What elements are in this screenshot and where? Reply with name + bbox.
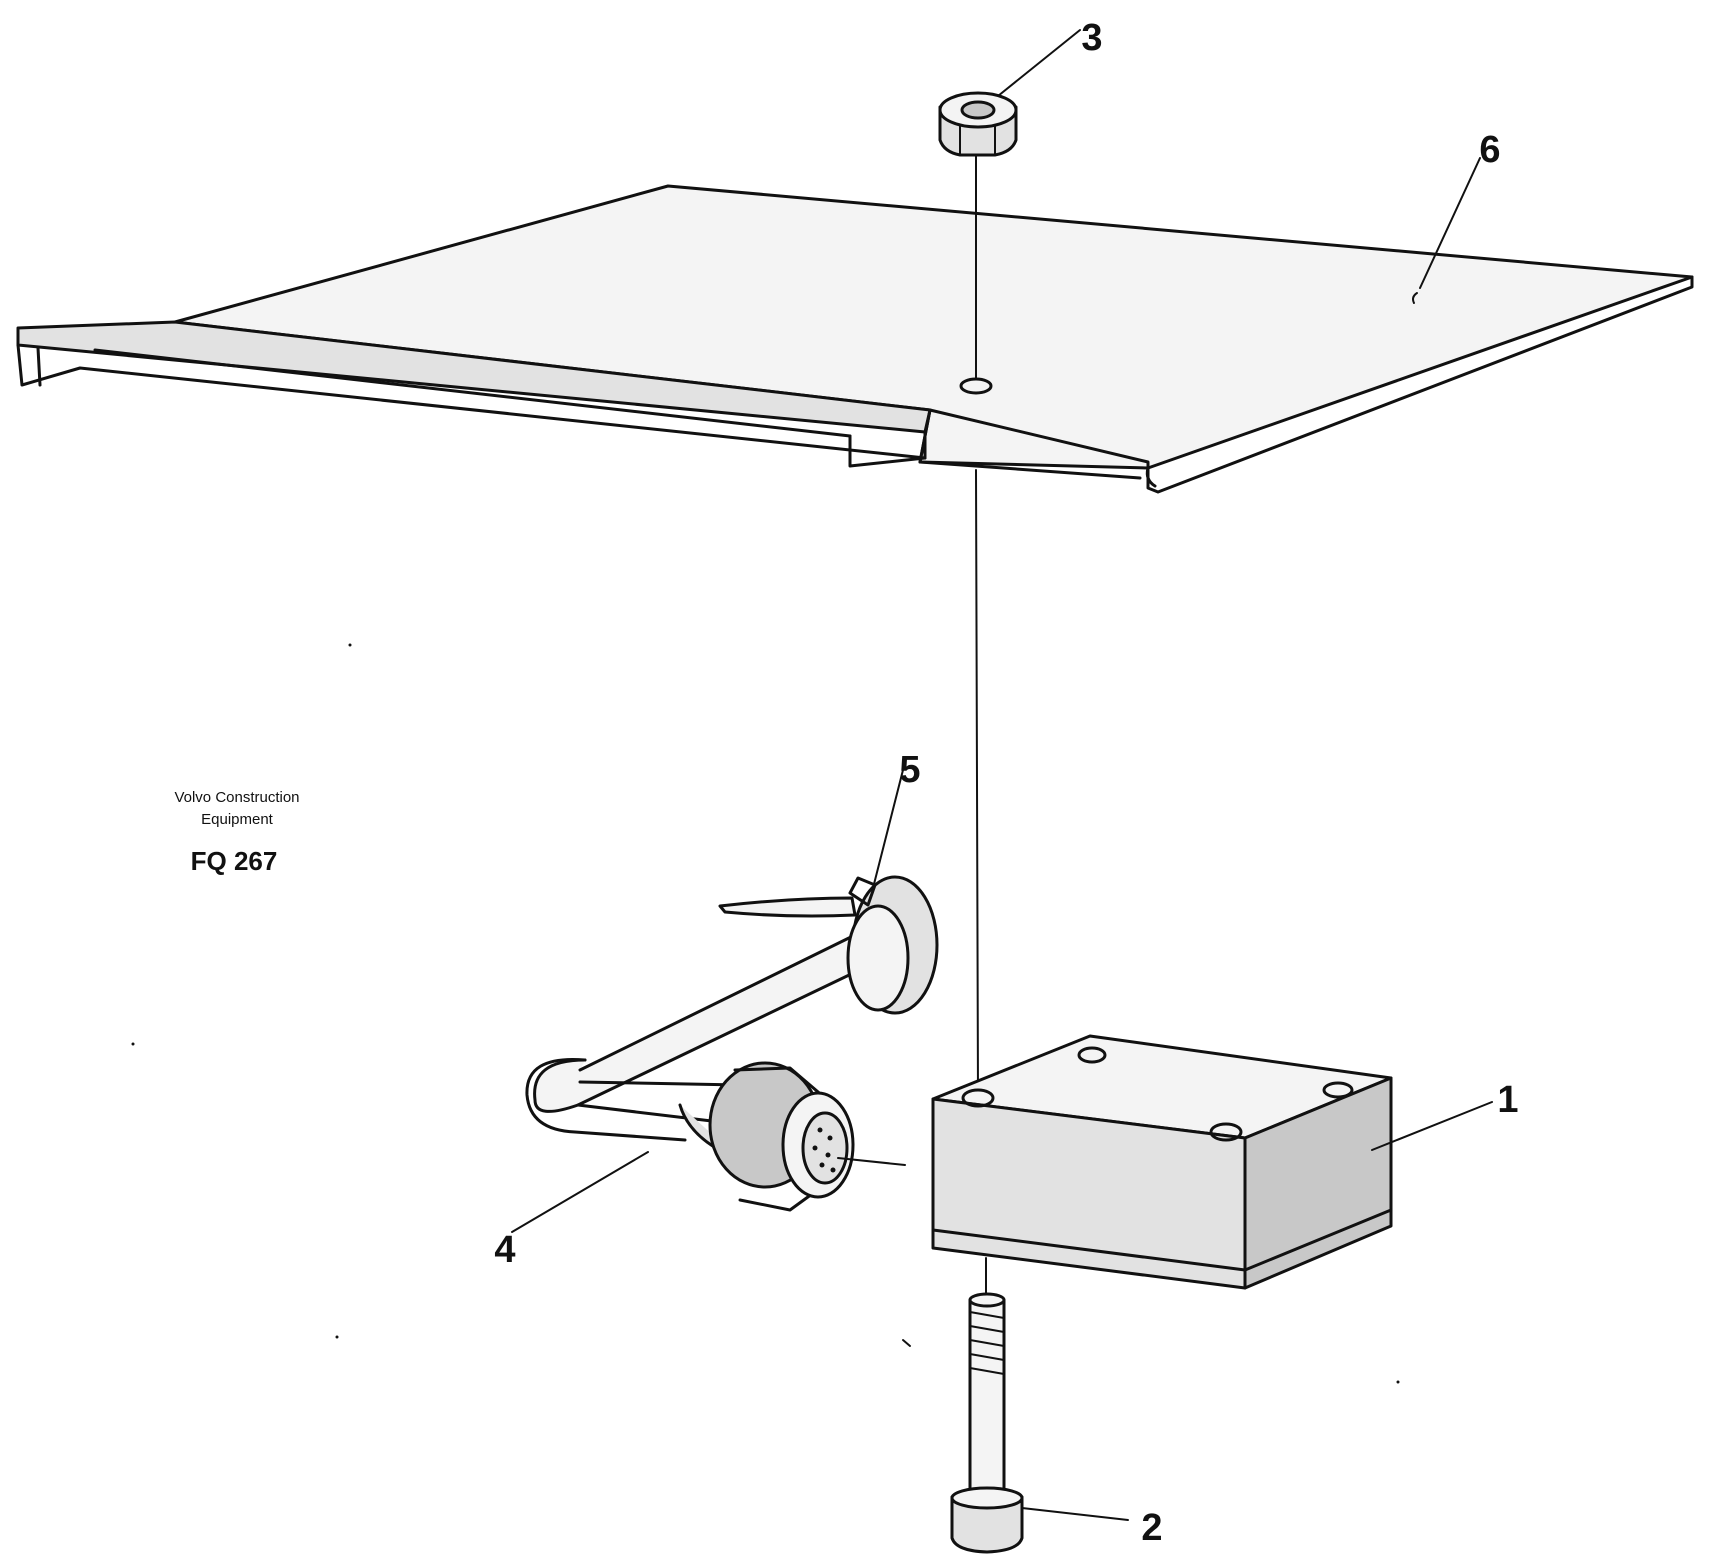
cable-harness-part-4	[525, 933, 906, 1212]
figure-caption: Volvo Construction Equipment FQ 267	[174, 789, 299, 876]
caption-figure-code: FQ 267	[191, 846, 278, 876]
caption-company-line1: Volvo Construction	[174, 789, 299, 806]
scan-specks	[131, 643, 1400, 1384]
callout-6: 6	[1479, 129, 1500, 171]
callout-1: 1	[1497, 1079, 1518, 1121]
nut-part-3	[938, 91, 1018, 157]
bolt-part-2	[950, 1292, 1024, 1554]
callout-2: 2	[1141, 1507, 1162, 1549]
callout-5: 5	[899, 749, 920, 791]
mounting-plate-part-6	[16, 184, 1694, 494]
caption-company-line2: Equipment	[201, 811, 274, 828]
leader-lines	[511, 29, 1493, 1521]
cable-clamp-part-5	[718, 875, 939, 1015]
control-box-part-1	[931, 1034, 1393, 1290]
callout-4: 4	[494, 1229, 515, 1271]
callout-3: 3	[1081, 17, 1102, 59]
